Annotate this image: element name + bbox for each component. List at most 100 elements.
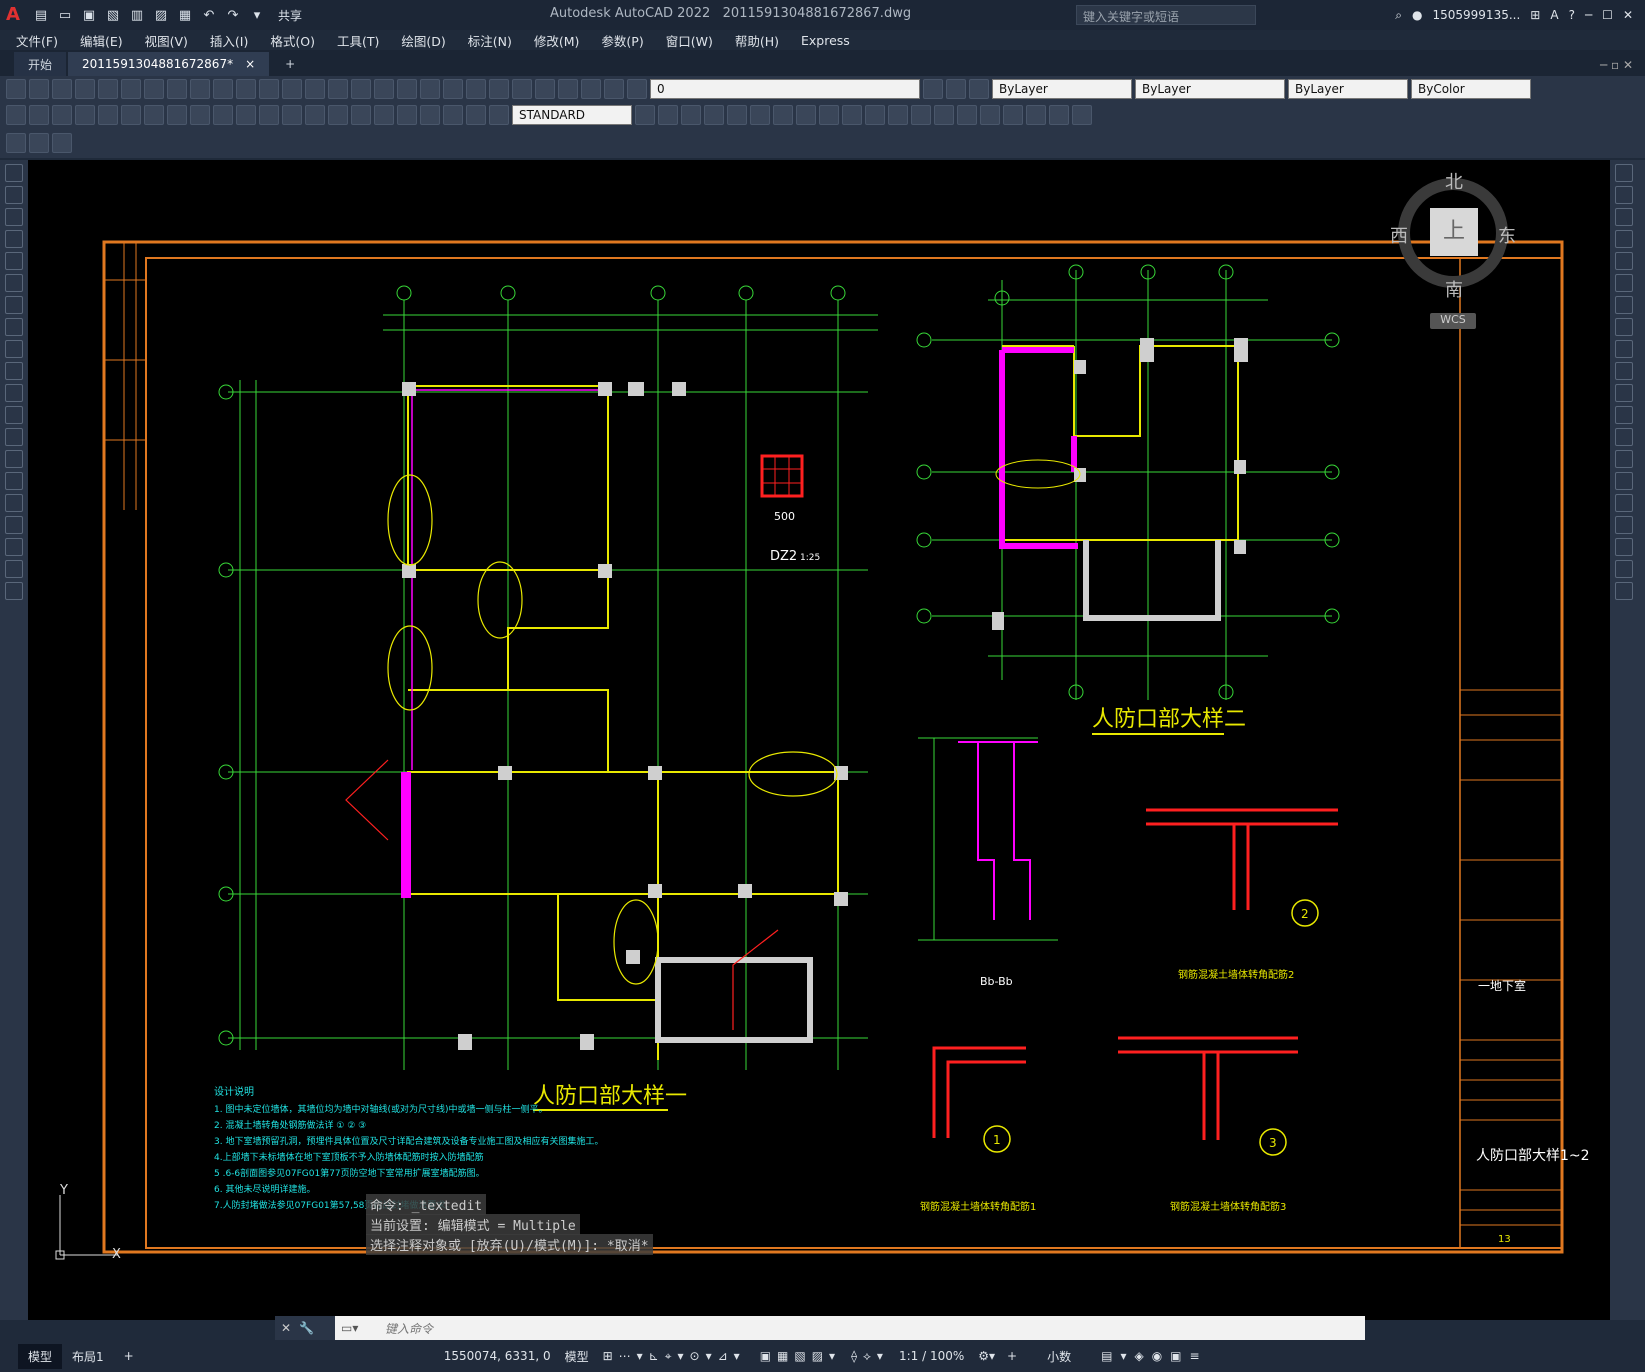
std-tool-icon-15[interactable] <box>351 79 371 99</box>
dim-tool-icon-5[interactable] <box>121 105 141 125</box>
std-tool-icon-7[interactable] <box>167 79 187 99</box>
modify-tool-icon-8[interactable] <box>819 105 839 125</box>
annotation-tools[interactable]: ⟠⟡▾ <box>851 1348 889 1363</box>
command-input[interactable]: 键入命令 <box>385 1321 434 1336</box>
draw-icon-8[interactable] <box>5 340 23 358</box>
user-name[interactable]: 1505999135... <box>1432 8 1521 22</box>
dim-tool-icon-20[interactable] <box>466 105 486 125</box>
std-tool-icon-14[interactable] <box>328 79 348 99</box>
dim-tool-icon-3[interactable] <box>75 105 95 125</box>
saveas-icon[interactable]: ▧ <box>106 7 120 23</box>
save-icon[interactable]: ▣ <box>82 7 96 23</box>
draw-icon-18[interactable] <box>5 560 23 578</box>
modify-tool-icon-5[interactable] <box>750 105 770 125</box>
search-icon[interactable]: ⌕ <box>1395 7 1402 22</box>
workspace-gear-icon[interactable]: ⚙▾ <box>978 1349 996 1363</box>
wcs-menu[interactable]: WCS <box>1430 313 1476 329</box>
open-icon[interactable]: ▭ <box>58 7 72 23</box>
modify-tool-icon-4[interactable] <box>727 105 747 125</box>
coordinate-readout[interactable]: 1550074, 6331, 0 <box>443 1349 551 1363</box>
std-tool-icon-10[interactable] <box>236 79 256 99</box>
dim-tool-icon-15[interactable] <box>351 105 371 125</box>
std-tool-icon-26[interactable] <box>604 79 624 99</box>
std-tool-icon-18[interactable] <box>420 79 440 99</box>
draw-icon-14[interactable] <box>5 472 23 490</box>
menu-item-2[interactable]: 视图(V) <box>144 33 188 49</box>
std-tool-icon-22[interactable] <box>512 79 532 99</box>
draw-icon-16[interactable] <box>5 516 23 534</box>
close-icon[interactable]: ✕ <box>1622 8 1633 22</box>
tab-start[interactable]: 开始 <box>14 52 67 76</box>
std-tool-icon-17[interactable] <box>397 79 417 99</box>
std-tool-icon-8[interactable] <box>190 79 210 99</box>
dim-tool-icon-14[interactable] <box>328 105 348 125</box>
modify-tool-icon-1[interactable] <box>658 105 678 125</box>
dim-tool-icon-17[interactable] <box>397 105 417 125</box>
std-tool-icon-6[interactable] <box>144 79 164 99</box>
plotstyle-dropdown[interactable]: ByColor <box>1411 79 1531 99</box>
draw-icon-5[interactable] <box>5 274 23 292</box>
dim-tool-icon-4[interactable] <box>98 105 118 125</box>
std-tool-icon-25[interactable] <box>581 79 601 99</box>
modify-side-icon-10[interactable] <box>1615 384 1633 402</box>
draw-icon-1[interactable] <box>5 186 23 204</box>
add-layout-button[interactable]: + <box>123 1349 134 1363</box>
color-dropdown[interactable]: ByLayer <box>992 79 1132 99</box>
draw-icon-0[interactable] <box>5 164 23 182</box>
menu-item-5[interactable]: 工具(T) <box>336 33 380 49</box>
menu-item-10[interactable]: 窗口(W) <box>665 33 713 49</box>
undo-icon[interactable]: ↶ <box>203 7 215 23</box>
std-tool-icon-13[interactable] <box>305 79 325 99</box>
dim-tool-icon-21[interactable] <box>489 105 509 125</box>
menu-item-1[interactable]: 编辑(E) <box>79 33 123 49</box>
lineweight-dropdown[interactable]: ByLayer <box>1288 79 1408 99</box>
std-tool-icon-20[interactable] <box>466 79 486 99</box>
share-button[interactable]: 共享 <box>278 8 303 23</box>
search-input[interactable]: 键入关键字或短语 <box>1076 5 1256 25</box>
autocad-logo-icon[interactable]: A <box>6 4 20 25</box>
dim-tool-icon-18[interactable] <box>420 105 440 125</box>
plus-icon[interactable]: + <box>1007 1349 1018 1363</box>
std-tool-icon-11[interactable] <box>259 79 279 99</box>
std-tool-icon-23[interactable] <box>535 79 555 99</box>
modify-tool-icon-6[interactable] <box>773 105 793 125</box>
status-right-icons[interactable]: ▤▾◈◉▣≡ <box>1101 1349 1208 1363</box>
layer-tool-icon-1[interactable] <box>946 79 966 99</box>
modify-side-icon-13[interactable] <box>1615 450 1633 468</box>
modify-side-icon-7[interactable] <box>1615 318 1633 336</box>
draw-icon-11[interactable] <box>5 406 23 424</box>
modify-side-icon-17[interactable] <box>1615 538 1633 556</box>
modify-tool-icon-11[interactable] <box>888 105 908 125</box>
tab-layout1[interactable]: 布局1 <box>72 1349 104 1364</box>
draw-icon-12[interactable] <box>5 428 23 446</box>
cmd-close-icon[interactable]: ✕ <box>281 1321 292 1335</box>
modify-tool-icon-15[interactable] <box>980 105 1000 125</box>
modify-side-icon-16[interactable] <box>1615 516 1633 534</box>
modify-tool-icon-14[interactable] <box>957 105 977 125</box>
dim-tool-icon-19[interactable] <box>443 105 463 125</box>
user-icon[interactable]: ● <box>1412 8 1423 22</box>
std-tool-icon-16[interactable] <box>374 79 394 99</box>
extra-tool-icon-1[interactable] <box>29 133 49 153</box>
draw-icon-2[interactable] <box>5 208 23 226</box>
linetype-dropdown[interactable]: ByLayer <box>1135 79 1285 99</box>
menu-item-8[interactable]: 修改(M) <box>533 33 580 49</box>
dimstyle-dropdown[interactable]: STANDARD <box>512 105 632 125</box>
draw-icon-15[interactable] <box>5 494 23 512</box>
menu-item-6[interactable]: 绘图(D) <box>401 33 446 49</box>
plot-icon[interactable]: ▦ <box>178 7 192 23</box>
std-tool-icon-19[interactable] <box>443 79 463 99</box>
modify-tool-icon-18[interactable] <box>1049 105 1069 125</box>
modify-tool-icon-3[interactable] <box>704 105 724 125</box>
std-tool-icon-12[interactable] <box>282 79 302 99</box>
modify-side-icon-15[interactable] <box>1615 494 1633 512</box>
dim-tool-icon-7[interactable] <box>167 105 187 125</box>
modify-side-icon-3[interactable] <box>1615 230 1633 248</box>
display-tools[interactable]: ▣▦▧▨▾ <box>759 1349 842 1363</box>
modify-side-icon-9[interactable] <box>1615 362 1633 380</box>
dim-tool-icon-10[interactable] <box>236 105 256 125</box>
command-line[interactable]: ▭▾ 键入命令 <box>335 1316 1365 1340</box>
tab-add-button[interactable]: + <box>271 52 309 76</box>
annotation-scale[interactable]: 1:1 / 100% <box>898 1349 965 1363</box>
draw-icon-6[interactable] <box>5 296 23 314</box>
